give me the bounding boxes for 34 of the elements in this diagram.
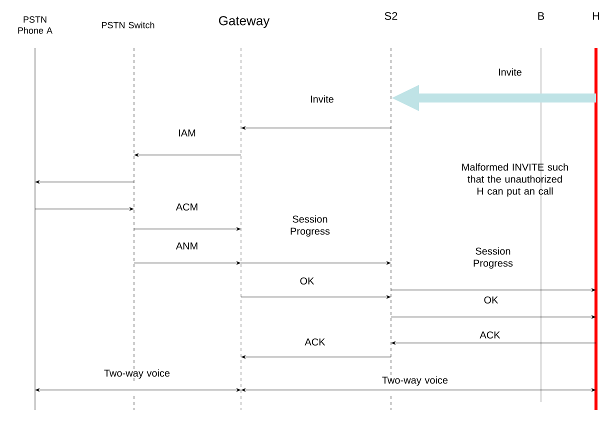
participant-label: H — [592, 12, 600, 20]
arrow — [241, 355, 392, 359]
participant-label: B — [538, 12, 544, 20]
participant-label: PSTN Switch — [102, 22, 154, 28]
arrow — [240, 295, 391, 299]
arrow — [240, 261, 391, 265]
edge-label: Invite — [498, 68, 522, 76]
arrow — [390, 315, 596, 319]
arrow — [35, 180, 134, 184]
participant-label: PSTN Phone A — [18, 16, 52, 34]
edge-label: IAM — [179, 130, 196, 136]
arrow — [391, 341, 596, 345]
arrow — [134, 153, 242, 157]
edge-label: Two-way voice — [104, 369, 170, 379]
edge-label: ACK — [480, 331, 500, 339]
arrow — [241, 126, 392, 130]
edge-label: Session Progress — [474, 247, 513, 269]
arrow — [34, 207, 134, 211]
edge-label: Session Progress — [290, 215, 330, 237]
edge-label: Invite — [310, 95, 334, 103]
edge-label: OK — [300, 277, 314, 285]
arrow — [241, 388, 596, 392]
edge-label: ANM — [176, 242, 198, 250]
edge-label: Two-way voice — [382, 376, 448, 386]
edge-label: OK — [484, 296, 498, 304]
edge-label: ACK — [304, 338, 326, 346]
participant-label: Gateway — [219, 16, 270, 28]
participant-label: S2 — [384, 12, 398, 20]
arrow — [134, 261, 241, 265]
arrow — [390, 288, 596, 292]
arrow — [134, 227, 241, 231]
arrow — [35, 388, 241, 392]
note: Malformed INVITE such that the unauthorized H can put an call — [462, 163, 568, 197]
edge-label: ACM — [176, 203, 198, 211]
